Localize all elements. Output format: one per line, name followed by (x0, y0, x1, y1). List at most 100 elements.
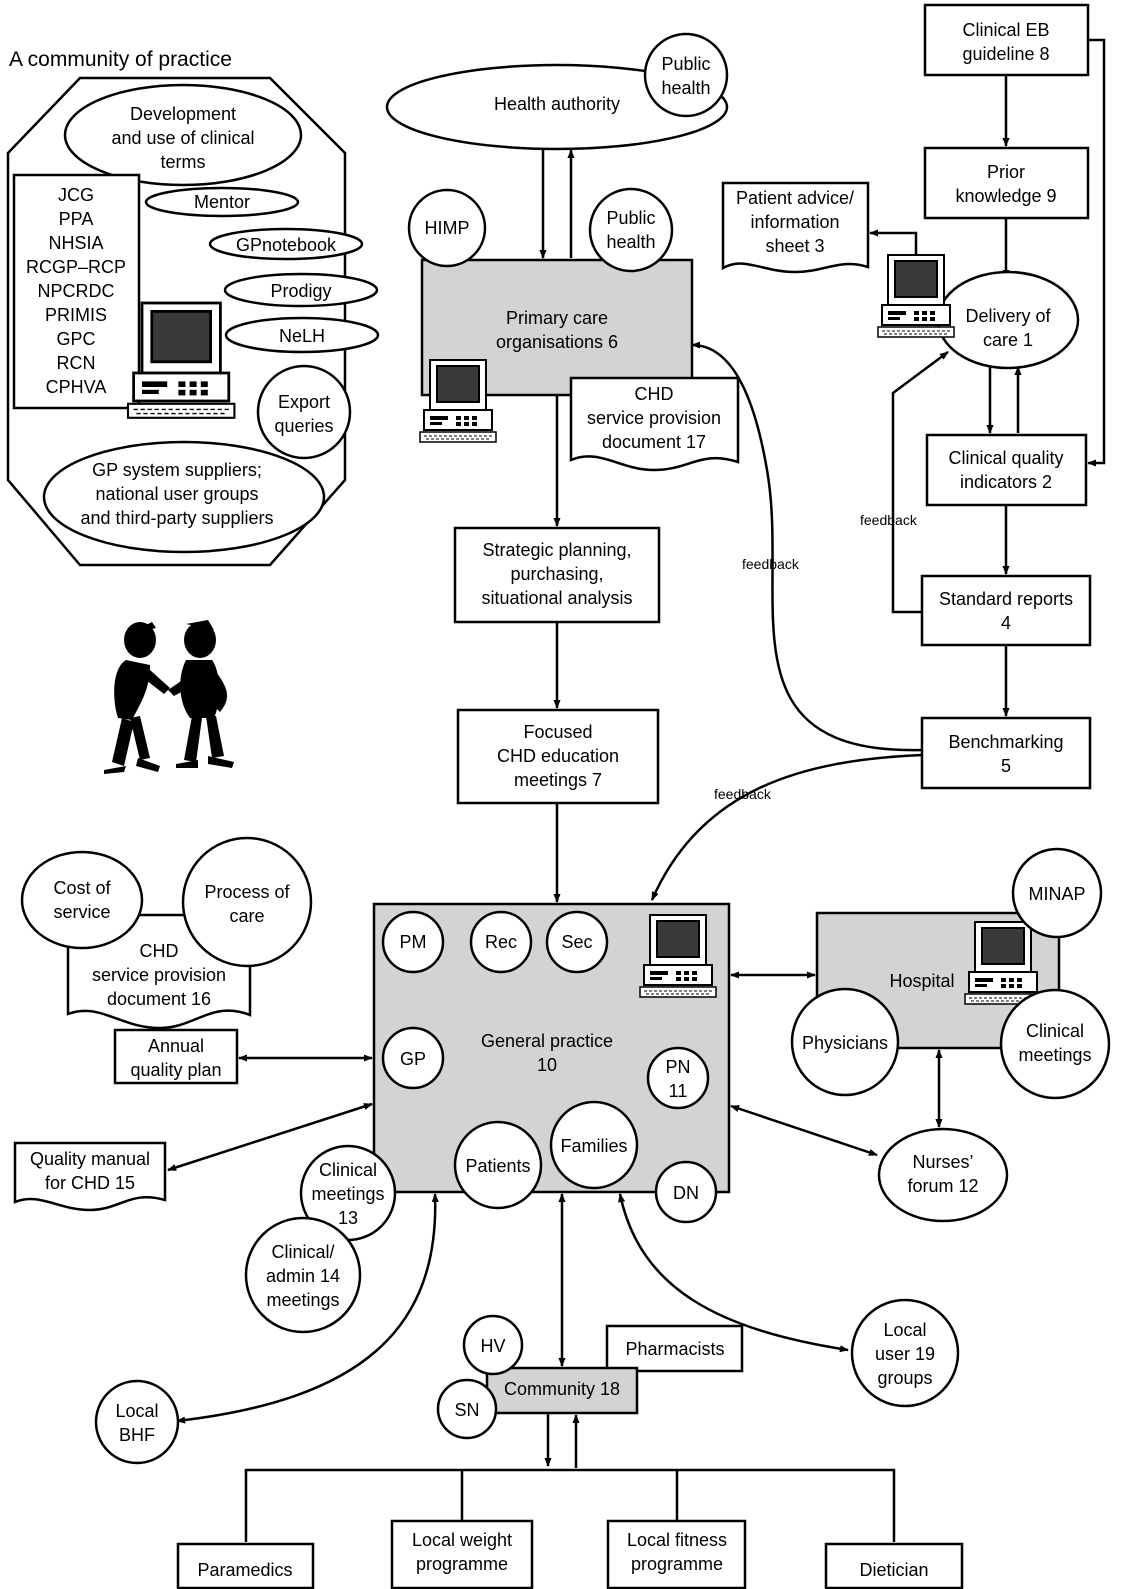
arrow-practice-quality-manual (167, 1102, 373, 1172)
patient-advice-label-1: Patient advice/ (736, 188, 854, 208)
indicators-label-1: Clinical quality (948, 448, 1063, 468)
focused-label-3: meetings 7 (514, 770, 602, 790)
feedback-label-practice: feedback (714, 786, 772, 802)
gpnotebook-label: GPnotebook (236, 235, 337, 255)
sn-circle (436, 1378, 498, 1440)
community-box (485, 1366, 639, 1415)
feedback-label-reports: feedback (860, 512, 918, 528)
clinical-meetings-13-label-2: meetings (311, 1184, 384, 1204)
benchmarking-label-2: 5 (1001, 756, 1011, 776)
annual-label-2: quality plan (130, 1060, 221, 1080)
body-primis: PRIMIS (45, 305, 107, 325)
suppliers-label-1: GP system suppliers; (92, 460, 262, 480)
body-npcrdc: NPCRDC (37, 281, 114, 301)
arrow-practice-local-bhf (176, 1193, 439, 1424)
annual-label-1: Annual (148, 1036, 204, 1056)
clinical-admin-14-label-2: admin 14 (266, 1266, 340, 1286)
mentor-label: Mentor (194, 192, 250, 212)
families-circle (549, 1100, 639, 1190)
public-health-mid-label-2: health (606, 232, 655, 252)
rec-circle (469, 910, 533, 974)
community-computer-icon (126, 301, 236, 420)
pharmacists-box (605, 1324, 744, 1373)
prodigy-label: Prodigy (270, 281, 331, 301)
hospital-clinical-meetings-label-1: Clinical (1026, 1021, 1084, 1041)
hospital-clinical-meetings-label-2: meetings (1018, 1045, 1091, 1065)
fitness-label-1: Local fitness (627, 1530, 727, 1550)
suppliers-label-2: national user groups (95, 484, 258, 504)
chd-doc-17-label-2: service provision (587, 408, 721, 428)
weight-label-2: programme (416, 1554, 508, 1574)
paramedics-label: Paramedics (197, 1560, 292, 1580)
development-label-2: and use of clinical (111, 128, 254, 148)
quality-manual-label-2: for CHD 15 (45, 1173, 135, 1193)
delivery-computer-icon (877, 254, 955, 338)
cost-of-service-ellipse (20, 850, 144, 950)
indicators-box (925, 433, 1088, 507)
annual-plan-box (113, 1028, 239, 1085)
chd-doc-16-label-2: service provision (92, 965, 226, 985)
sn-label: SN (454, 1400, 479, 1420)
chd-doc-16-label-3: document 16 (107, 989, 211, 1009)
minap-circle (1011, 847, 1103, 939)
local-bhf-label-1: Local (115, 1401, 158, 1421)
body-rcn: RCN (57, 353, 96, 373)
clinical-admin-14-label-3: meetings (266, 1290, 339, 1310)
strategic-label-2: purchasing, (510, 564, 603, 584)
dietician-label: Dietician (859, 1560, 928, 1580)
focused-label-1: Focused (523, 722, 592, 742)
quality-manual-shape (13, 1141, 167, 1212)
local-bhf-circle (94, 1379, 180, 1465)
process-label-1: Process of (204, 882, 290, 902)
families-label: Families (560, 1136, 627, 1156)
guideline-box (923, 3, 1090, 77)
standard-reports-label-2: 4 (1001, 613, 1011, 633)
body-cphva: CPHVA (46, 377, 107, 397)
cost-label-1: Cost of (53, 878, 111, 898)
dn-label: DN (673, 1183, 699, 1203)
patients-label: Patients (465, 1156, 530, 1176)
local-user-label-3: groups (877, 1368, 932, 1388)
chd-doc-17-label-3: document 17 (602, 432, 706, 452)
arrow-practice-nurses (730, 1104, 878, 1157)
export-label-1: Export (278, 392, 330, 412)
process-of-care-circle (181, 836, 313, 968)
public-health-top-label-1: Public (661, 54, 710, 74)
public-health-top-circle (643, 32, 729, 118)
pm-circle (381, 910, 445, 974)
local-bhf-label-2: BHF (119, 1425, 155, 1445)
community-of-practice-group: Development and use of clinical terms JC… (6, 76, 380, 567)
practice-computer-icon (639, 914, 717, 998)
primary-care-label-1: Primary care (506, 308, 608, 328)
community-octagon (6, 76, 347, 567)
arrow-delivery-to-advice (869, 229, 918, 255)
focused-label-2: CHD education (497, 746, 619, 766)
chd-doc-16-label-1: CHD (140, 941, 179, 961)
weight-label-1: Local weight (412, 1530, 512, 1550)
body-rcgp-rcp: RCGP–RCP (26, 257, 126, 277)
guideline-label-1: Clinical EB (962, 20, 1049, 40)
quality-manual-label-1: Quality manual (30, 1149, 150, 1169)
arrow-guideline-to-indicators (1087, 38, 1106, 467)
body-jcg: JCG (58, 185, 94, 205)
bodies-box (12, 173, 141, 410)
development-label-3: terms (161, 152, 206, 172)
patients-circle (453, 1120, 543, 1210)
nelh-label: NeLH (279, 326, 325, 346)
prodigy-ellipse (223, 272, 379, 308)
sec-label: Sec (561, 932, 592, 952)
hospital-computer-icon (964, 921, 1042, 1005)
pn-circle (646, 1046, 710, 1110)
mentor-ellipse (144, 186, 300, 218)
local-user-label-1: Local (883, 1320, 926, 1340)
general-practice-label-1: General practice (481, 1031, 613, 1051)
benchmarking-label-1: Benchmarking (948, 732, 1063, 752)
dietician-box (824, 1542, 964, 1589)
nurses-forum-label-2: forum 12 (907, 1176, 978, 1196)
fitness-label-2: programme (631, 1554, 723, 1574)
public-health-top-label-2: health (661, 78, 710, 98)
prior-knowledge-box (923, 146, 1090, 220)
tree-bar (244, 1468, 896, 1542)
clinical-meetings-13-label-1: Clinical (319, 1160, 377, 1180)
